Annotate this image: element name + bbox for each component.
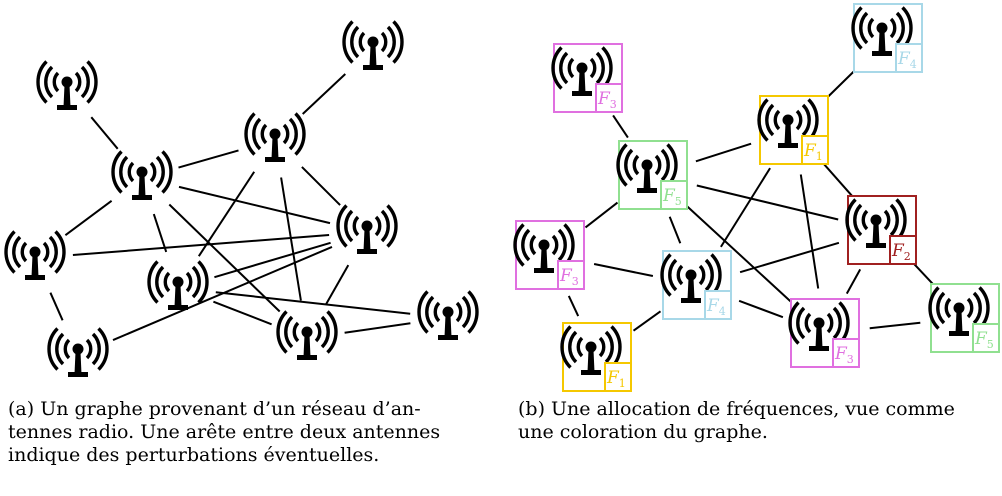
frequency-label-box-b1 — [595, 83, 623, 113]
panel-b-edges — [567, 68, 935, 332]
frequency-node-b7: F4 — [660, 250, 732, 320]
radio-antenna-icon-a2 — [342, 19, 404, 72]
panel-a-edge-a5-a9 — [49, 292, 64, 321]
panel-a-edge-a3-a7 — [152, 213, 168, 253]
panel-a-edge-a1-a3 — [90, 116, 119, 150]
panel-b-edge-b4-b7 — [720, 167, 771, 248]
panel-b-edge-b3-b7 — [668, 216, 682, 244]
panel-b-edge-b3-b6 — [584, 201, 619, 229]
radio-antenna-icon-a4 — [244, 111, 306, 164]
panel-b-edge-b4-b8 — [799, 174, 820, 289]
frequency-node-b1: F3 — [551, 43, 623, 113]
panel-a-edge-a3-a6 — [178, 185, 331, 225]
radio-antenna-icon-a3 — [111, 149, 173, 202]
panel-a-edge-a7-a10 — [215, 291, 411, 315]
frequency-label-box-b3 — [660, 180, 688, 210]
frequency-node-b5: F2 — [845, 195, 917, 265]
panel-a-edge-a7-a8 — [213, 300, 272, 326]
caption-a-line-3: indique des perturbations éventuelles. — [8, 444, 380, 466]
panel-a-edge-a6-a9 — [112, 245, 333, 342]
panel-a-edge-a8-a10 — [344, 322, 411, 334]
frequency-node-b3: F5 — [616, 140, 688, 210]
panel-a-edge-a4-a8 — [280, 177, 302, 301]
frequency-label-box-b8 — [832, 338, 860, 368]
frequency-node-b10: F1 — [560, 322, 632, 392]
panel-b-edge-b6-b10 — [567, 295, 580, 317]
radio-antenna-icon-a9 — [47, 326, 109, 379]
panel-b-edge-b5-b9 — [912, 262, 935, 286]
panel-b-edge-b2-b4 — [825, 68, 857, 100]
frequency-node-b8: F3 — [788, 298, 860, 368]
panel-a-edge-a4-a7 — [197, 171, 256, 257]
frequency-label-box-b6 — [557, 260, 585, 290]
frequency-label-box-b5 — [889, 235, 917, 265]
caption-a-line-2: tennes radio. Une arête entre deux anten… — [8, 421, 441, 443]
panel-b-edge-b7-b5 — [739, 241, 840, 274]
panel-b-edge-b8-b9 — [869, 321, 921, 330]
panel-a-edge-a3-a5 — [64, 199, 113, 237]
panel-b-edge-b4-b5 — [822, 163, 854, 197]
frequency-node-b6: F3 — [513, 220, 585, 290]
panel-b-edge-b7-b10 — [632, 310, 662, 332]
panel-b-edge-b3-b4 — [695, 142, 752, 163]
radio-antenna-icon-a8 — [276, 309, 338, 362]
panel-b-edge-b3-b5 — [696, 184, 839, 221]
caption-a-line-1: (a) Un graphe provenant d’un réseau d’an… — [8, 398, 421, 420]
panel-b-edge-b7-b8 — [738, 299, 784, 319]
panel-b-edge-b8-b5 — [845, 268, 862, 295]
frequency-label-box-b10 — [604, 362, 632, 392]
frequency-label-box-b9 — [972, 323, 1000, 353]
panel-b-edge-b3-b8 — [685, 204, 793, 304]
panel-a-edges — [49, 73, 411, 342]
panel-b-edge-b6-b7 — [593, 263, 654, 277]
panel-a-graph — [4, 19, 479, 379]
panel-a-edge-a3-a4 — [178, 149, 239, 169]
frequency-node-b2: F4 — [851, 3, 923, 73]
panel-a-edge-a3-a8 — [168, 203, 281, 313]
radio-antenna-icon-a1 — [36, 59, 98, 112]
radio-antenna-icon-a6 — [336, 203, 398, 256]
frequency-node-b4: F1 — [757, 95, 829, 165]
panel-a-edge-a5-a6 — [72, 234, 330, 256]
frequency-label-box-b2 — [895, 43, 923, 73]
panel-b-edge-b1-b3 — [612, 114, 629, 139]
caption-a: (a) Un graphe provenant d’un réseau d’an… — [8, 398, 488, 467]
caption-b-line-1: (b) Une allocation de fréquences, vue co… — [518, 398, 955, 420]
panel-a-edge-a2-a4 — [302, 73, 346, 115]
frequency-label-box-b7 — [704, 290, 732, 320]
caption-b-line-2: une coloration du graphe. — [518, 421, 768, 443]
panel-a-edge-a4-a6 — [301, 166, 341, 206]
radio-antenna-icon-a5 — [4, 229, 66, 282]
frequency-node-b9: F5 — [928, 283, 1000, 353]
frequency-label-box-b4 — [801, 135, 829, 165]
radio-antenna-icon-a10 — [417, 289, 479, 342]
caption-b: (b) Une allocation de fréquences, vue co… — [518, 398, 998, 444]
panel-a-edge-a6-a7 — [214, 241, 331, 279]
panel-a-edge-a6-a8 — [324, 264, 350, 306]
